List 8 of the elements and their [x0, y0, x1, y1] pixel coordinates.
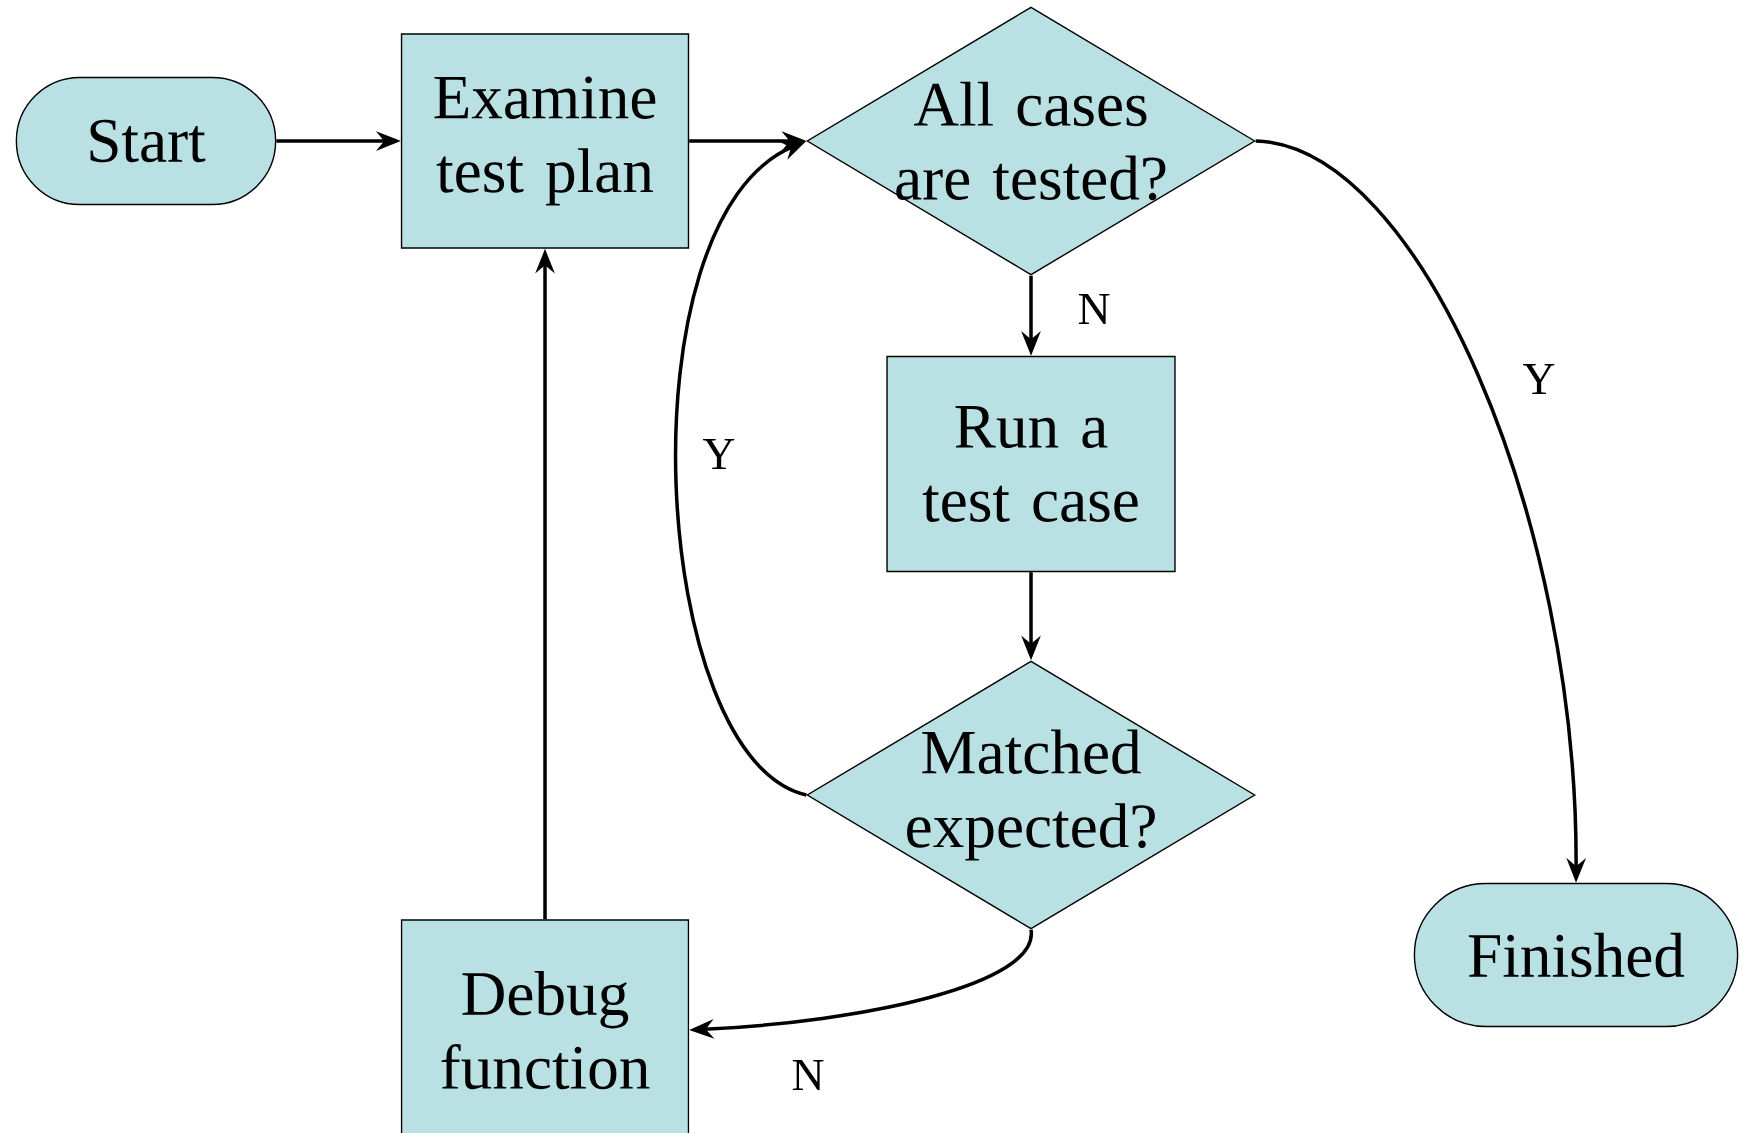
- edge-label: N: [1074, 290, 1115, 328]
- edge-label: Y: [699, 435, 739, 473]
- process-box: Debug function: [400, 919, 690, 1133]
- process-box: Run a test case: [886, 355, 1176, 573]
- arrow: [674, 141, 808, 797]
- edge-label: N: [788, 1056, 828, 1094]
- process-box: Examine test plan: [400, 33, 690, 249]
- edge-label: Y: [1519, 360, 1560, 398]
